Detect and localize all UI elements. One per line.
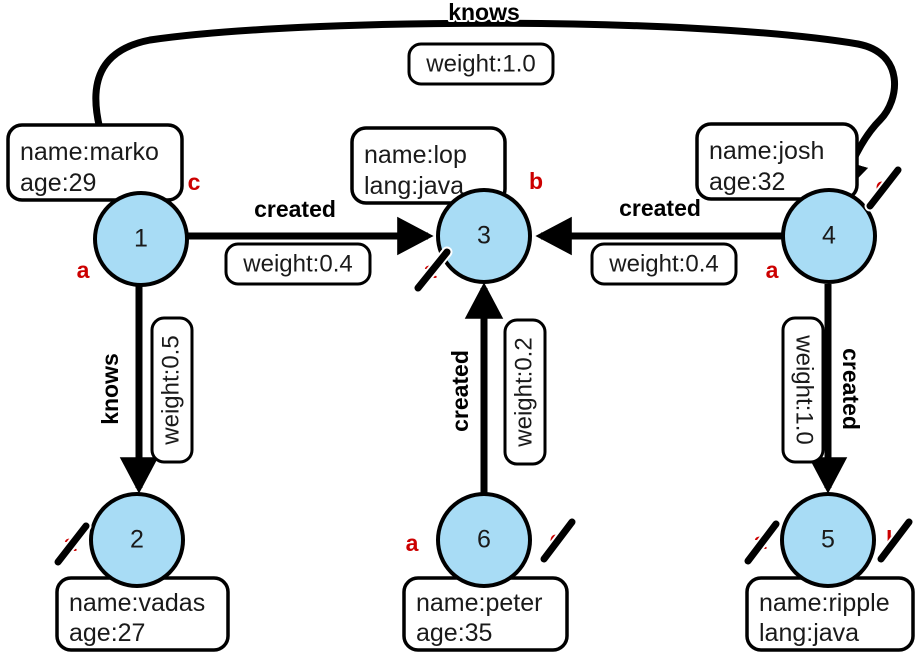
weight-labels-layer: weight:1.0 weight:0.4 weight:0.4 weight:… [150,42,825,466]
node-id-label: 5 [821,526,835,554]
marker-c-node-6-struck: c [538,516,578,565]
node-3[interactable]: 3 [436,188,532,284]
property-box-node-6: name:peter age:35 [402,576,569,652]
weight-text: weight:1.0 [425,50,535,77]
weight-label-created-4-3: weight:0.4 [590,242,738,286]
node-circle[interactable] [93,191,189,287]
node-id-label: 2 [130,526,144,554]
property-line: age:29 [20,169,96,197]
weight-label-knows-1-2: weight:0.5 [150,316,194,464]
marker-letter: a [766,257,779,283]
marker-letter: a [406,530,419,556]
node-circle[interactable] [781,188,877,284]
marker-a-node-1: a [75,255,92,285]
node-id-label: 1 [134,225,148,253]
weight-label-knows-1-4: weight:1.0 [407,42,555,86]
marker-c-node-1: c [186,167,203,197]
property-boxes-layer: name:marko age:29 name:lop lang:java nam… [6,122,915,652]
strikethrough [540,518,576,563]
marker-a-node-2-struck: a [52,520,92,568]
node-id-label: 4 [822,222,836,250]
edge-label-created-4-3: created [619,195,701,221]
marker-a-node-3-struck: a [412,246,453,294]
nodes-layer: 1 3 4 2 6 5 [89,188,877,588]
strikethrough [414,248,451,292]
property-line: name:lop [364,141,467,169]
markers-layer: c a b a c a [52,164,915,568]
property-line: name:josh [709,137,824,165]
node-1[interactable]: 1 [93,191,189,287]
edge-label-knows-1-4: knows [448,0,520,25]
weight-box [407,42,555,86]
weight-text: weight:0.4 [608,250,718,277]
marker-letter: a [77,257,90,283]
node-circle[interactable] [89,492,185,588]
edge-label-created-1-3: created [254,196,336,222]
marker-b-node-5-struck: b [875,516,915,565]
marker-a-node-5-struck: a [742,518,782,567]
property-line: age:32 [709,168,785,196]
node-2[interactable]: 2 [89,492,185,588]
property-box [350,126,507,205]
node-id-label: 3 [477,222,491,250]
weight-label-created-1-3: weight:0.4 [224,242,372,286]
weight-label-created-4-5: weight:1.0 [781,316,825,464]
weight-text: weight:0.4 [242,250,352,277]
node-5[interactable]: 5 [780,492,876,588]
property-line: lang:java [759,619,859,647]
weight-box [590,242,738,286]
node-circle[interactable] [436,188,532,284]
strikethrough [54,522,90,566]
weight-label-created-6-3: weight:0.2 [503,318,547,466]
weight-box [150,316,194,464]
marker-a-node-4: a [764,255,781,285]
property-box-node-1: name:marko age:29 [6,123,184,202]
property-line: name:ripple [759,589,890,617]
weight-box [781,316,825,464]
weight-box [224,242,372,286]
property-box [695,122,859,201]
property-line: age:35 [416,619,492,647]
strikethrough [866,166,902,210]
node-circle[interactable] [780,492,876,588]
edges-layer [92,19,899,494]
node-6[interactable]: 6 [436,492,532,588]
marker-letter: b [529,168,543,194]
property-line: name:vadas [69,589,205,617]
node-4[interactable]: 4 [781,188,877,284]
property-box-node-3: name:lop lang:java [350,126,507,205]
property-box-node-2: name:vadas age:27 [55,576,230,652]
property-line: lang:java [364,172,464,200]
property-line: age:27 [69,619,145,647]
marker-a-node-6: a [404,528,421,558]
edge-labels-layer: knows created created knows created crea… [95,0,866,434]
marker-b-node-3: b [527,166,545,196]
edge-label-knows-1-2: knows [97,353,123,425]
strikethrough [744,520,780,565]
edge-knows-1-4 [92,19,899,198]
edge-label-created-4-5: created [838,348,864,430]
property-line: name:marko [20,138,159,166]
strikethrough [877,518,913,563]
weight-box [503,318,547,466]
property-box-node-5: name:ripple lang:java [745,576,915,652]
marker-c-node-4-struck: c [864,164,904,212]
property-box-node-4: name:josh age:32 [695,122,859,201]
weight-text: weight:0.5 [157,335,184,445]
node-id-label: 6 [477,526,491,554]
property-box [6,123,184,202]
weight-text: weight:1.0 [791,334,818,444]
edge-label-created-6-3: created [447,350,473,432]
weight-text: weight:0.2 [510,337,537,447]
node-circle[interactable] [436,492,532,588]
marker-letter: c [188,169,201,195]
property-line: name:peter [416,589,542,617]
